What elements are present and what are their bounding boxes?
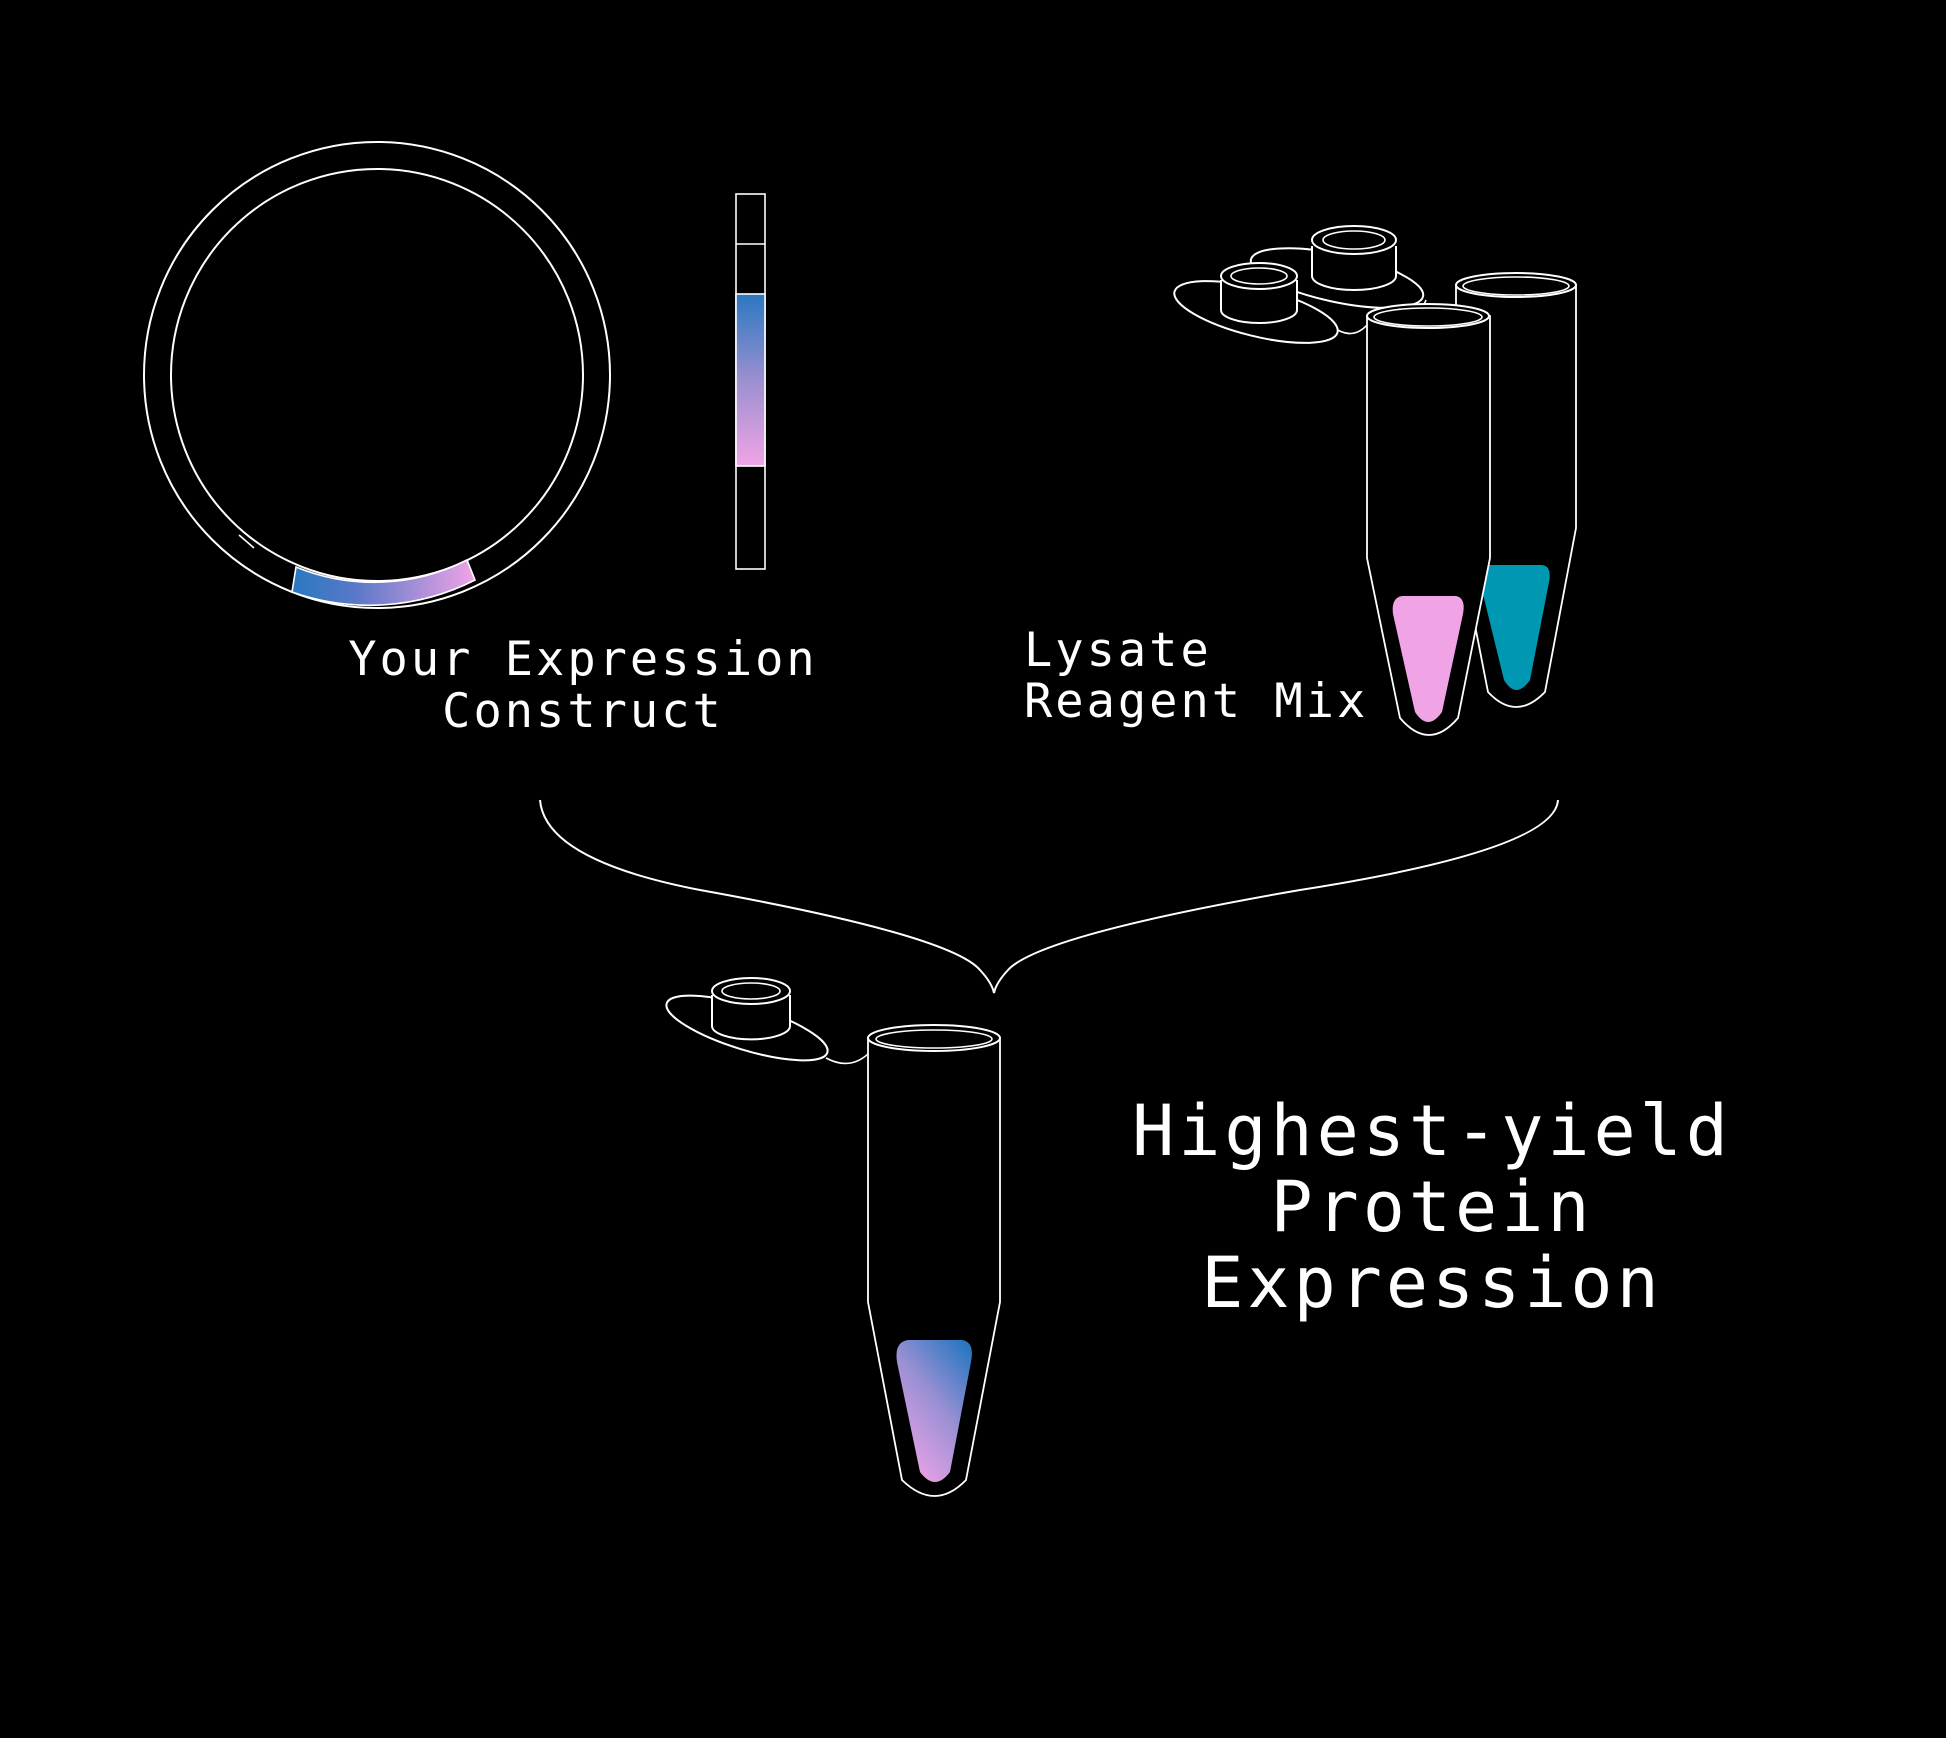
linear-construct: [735, 193, 766, 570]
result-label-line3: Expression: [1201, 1242, 1662, 1324]
result-label-line2: Protein: [1270, 1166, 1593, 1248]
reagent-tubes: [1173, 225, 1577, 736]
lysate-label-line1: Lysate: [1024, 623, 1212, 678]
front-tube-pink: [1366, 303, 1491, 736]
result-tube: [665, 977, 1001, 1497]
reagent-teal-liquid: [1479, 565, 1550, 690]
plasmid: [143, 141, 611, 609]
plasmid-gene-insert: [291, 558, 477, 607]
plasmid-segment-marker: [238, 534, 255, 549]
back-tube-cap: [1249, 225, 1427, 309]
plasmid-inner-ring: [170, 168, 584, 582]
front-tube-cap: [1173, 262, 1369, 344]
combine-brace: [539, 799, 1559, 994]
plasmid-outer-ring: [143, 141, 611, 609]
expressed-protein-liquid: [896, 1340, 972, 1482]
linear-construct-gene: [735, 293, 766, 467]
lysate-label-line2: Reagent Mix: [1024, 674, 1368, 729]
result-label-line1: Highest-yield: [1132, 1090, 1732, 1172]
lysate-pink-liquid: [1392, 596, 1464, 722]
construct-label-line1: Your Expression: [348, 632, 817, 687]
construct-label-line2: Construct: [442, 684, 724, 739]
